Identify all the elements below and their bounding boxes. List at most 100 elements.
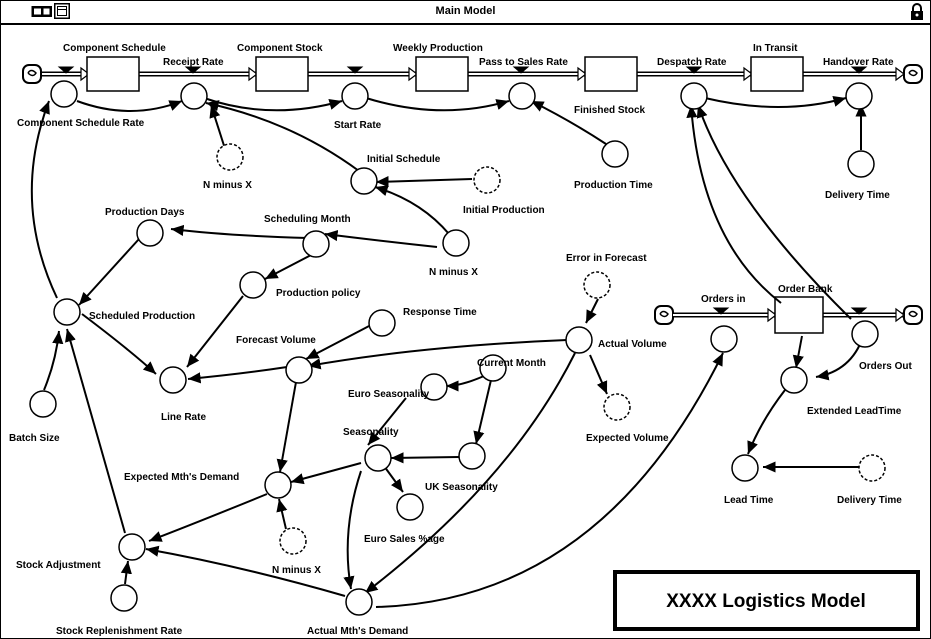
label-euro-sales-age: Euro Sales %age xyxy=(364,534,445,545)
label-pass-to-sales-rate: Pass to Sales Rate xyxy=(479,57,568,68)
var-n-minus-x-1[interactable] xyxy=(216,143,244,171)
label-n-minus-x-1: N minus X xyxy=(203,180,252,191)
label-lead-time: Lead Time xyxy=(724,495,774,506)
label-order-bank: Order Bank xyxy=(778,284,833,295)
label-production-time: Production Time xyxy=(574,180,653,191)
model-view-icon[interactable] xyxy=(31,4,53,19)
var-seasonality[interactable] xyxy=(364,444,392,472)
var-scheduled-production[interactable] xyxy=(53,298,81,326)
var-expected-volume[interactable] xyxy=(603,393,631,421)
var-extended-leadtime[interactable] xyxy=(780,366,808,394)
label-scheduled-production: Scheduled Production xyxy=(89,311,195,322)
label-uk-seasonality: UK Seasonality xyxy=(425,482,498,493)
label-initial-production: Initial Production xyxy=(463,205,545,216)
window-title: Main Model xyxy=(435,5,496,17)
label-component-schedule: Component Schedule xyxy=(63,43,166,54)
stock-in-transit[interactable] xyxy=(750,56,804,92)
stock-component-stock[interactable] xyxy=(255,56,309,92)
var-handover-rate[interactable] xyxy=(845,82,873,110)
cloud-sink-icon xyxy=(903,305,923,325)
stock-order-bank[interactable] xyxy=(774,296,824,334)
var-delivery-time-2[interactable] xyxy=(858,454,886,482)
label-orders-out: Orders Out xyxy=(859,361,912,372)
label-stock-adjustment: Stock Adjustment xyxy=(16,560,101,571)
label-expected-mths-demand: Expected Mth's Demand xyxy=(124,472,239,483)
lock-icon[interactable] xyxy=(910,3,924,21)
title-bar: Main Model xyxy=(1,1,930,25)
var-batch-size[interactable] xyxy=(29,390,57,418)
var-production-days[interactable] xyxy=(136,219,164,247)
var-start-rate[interactable] xyxy=(341,82,369,110)
model-title-text: XXXX Logistics Model xyxy=(666,591,866,612)
label-batch-size: Batch Size xyxy=(9,433,60,444)
var-euro-sales-age[interactable] xyxy=(396,493,424,521)
label-start-rate: Start Rate xyxy=(334,120,382,131)
var-euro-seasonality[interactable] xyxy=(420,373,448,401)
cloud-sink-icon xyxy=(903,64,923,84)
var-stock-adjustment[interactable] xyxy=(118,533,146,561)
stock-weekly-production[interactable] xyxy=(415,56,469,92)
label-actual-mths-demand: Actual Mth's Demand xyxy=(307,626,408,637)
main-flow-pipe xyxy=(41,66,905,82)
var-n-minus-x-3[interactable] xyxy=(279,527,307,555)
label-production-days: Production Days xyxy=(105,207,185,218)
label-scheduling-month: Scheduling Month xyxy=(264,214,351,225)
var-delivery-time-1[interactable] xyxy=(847,150,875,178)
stock-component-schedule[interactable] xyxy=(86,56,140,92)
var-error-in-forecast[interactable] xyxy=(583,271,611,299)
window-zoom-icon[interactable] xyxy=(54,3,70,19)
var-response-time[interactable] xyxy=(368,309,396,337)
order-bank-flow-pipe xyxy=(673,307,905,323)
var-forecast-volume[interactable] xyxy=(285,356,313,384)
label-orders-in: Orders in xyxy=(701,294,745,305)
var-orders-out[interactable] xyxy=(851,320,879,348)
label-seasonality: Seasonality xyxy=(343,427,399,438)
cloud-source-icon xyxy=(654,305,674,325)
label-actual-volume: Actual Volume xyxy=(598,339,667,350)
var-actual-mths-demand[interactable] xyxy=(345,588,373,616)
var-line-rate[interactable] xyxy=(159,366,187,394)
label-despatch-rate: Despatch Rate xyxy=(657,57,727,68)
var-initial-production[interactable] xyxy=(473,166,501,194)
label-weekly-production: Weekly Production xyxy=(393,43,483,54)
label-handover-rate: Handover Rate xyxy=(823,57,894,68)
var-production-policy[interactable] xyxy=(239,271,267,299)
label-receipt-rate: Receipt Rate xyxy=(163,57,224,68)
label-expected-volume: Expected Volume xyxy=(586,433,669,444)
var-lead-time[interactable] xyxy=(731,454,759,482)
label-extended-leadtime: Extended LeadTime xyxy=(807,406,902,417)
label-current-month: Current Month xyxy=(477,358,546,369)
labels: Component Schedule Component Stock Weekl… xyxy=(9,43,912,637)
label-error-in-forecast: Error in Forecast xyxy=(566,253,647,264)
var-despatch-rate[interactable] xyxy=(680,82,708,110)
var-receipt-rate[interactable] xyxy=(180,82,208,110)
var-uk-seasonality[interactable] xyxy=(458,442,486,470)
var-actual-volume[interactable] xyxy=(565,326,593,354)
cloud-source-icon xyxy=(22,64,42,84)
var-initial-schedule[interactable] xyxy=(350,167,378,195)
label-n-minus-x-2: N minus X xyxy=(429,267,478,278)
var-stock-replenishment-rate[interactable] xyxy=(110,584,138,612)
auxiliaries xyxy=(29,80,886,616)
var-scheduling-month[interactable] xyxy=(302,230,330,258)
var-production-time[interactable] xyxy=(601,140,629,168)
var-current-month[interactable] xyxy=(479,354,507,382)
stock-finished-stock[interactable] xyxy=(584,56,638,92)
label-finished-stock: Finished Stock xyxy=(574,105,646,116)
label-forecast-volume: Forecast Volume xyxy=(236,335,316,346)
label-delivery-time-2: Delivery Time xyxy=(837,495,902,506)
label-component-stock: Component Stock xyxy=(237,43,323,54)
var-orders-in[interactable] xyxy=(710,325,738,353)
var-pass-to-sales-rate[interactable] xyxy=(508,82,536,110)
var-n-minus-x-2[interactable] xyxy=(442,229,470,257)
var-component-schedule-rate[interactable] xyxy=(50,80,78,108)
connectors xyxy=(30,95,867,608)
var-expected-mths-demand[interactable] xyxy=(264,471,292,499)
label-in-transit: In Transit xyxy=(753,43,798,54)
label-euro-seasonality: Euro Seasonality xyxy=(348,389,430,400)
label-production-policy: Production policy xyxy=(276,288,361,299)
label-initial-schedule: Initial Schedule xyxy=(367,154,441,165)
label-n-minus-x-3: N minus X xyxy=(272,565,321,576)
